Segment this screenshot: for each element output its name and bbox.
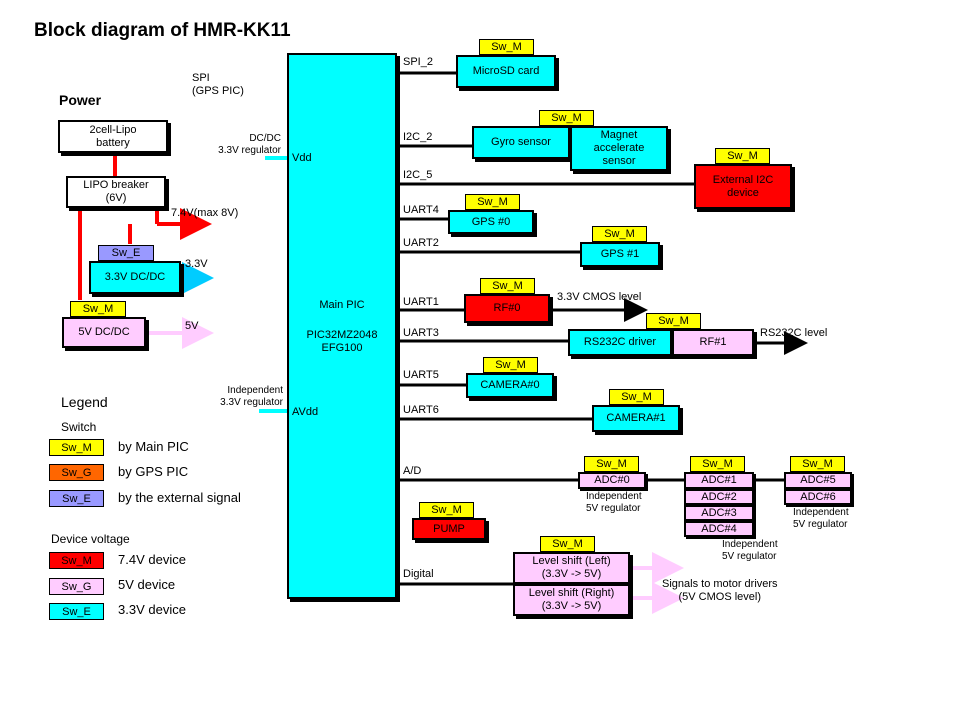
level-shift-switch-tag: Sw_M (540, 536, 595, 552)
legend-74v-tag: Sw_M (49, 552, 104, 569)
legend-33v-tag: Sw_E (49, 603, 104, 620)
legend-by-main-label: by Main PIC (118, 439, 189, 454)
motor-signals-label: Signals to motor drivers (5V CMOS level) (662, 578, 778, 603)
rf0-block: RF#0 (464, 294, 550, 323)
bus-uart6-label: UART6 (403, 404, 439, 416)
legend-by-ext-label: by the external signal (118, 490, 241, 505)
gps0-switch-tag: Sw_M (465, 194, 520, 210)
battery-block: 2cell-Lipo battery (58, 120, 168, 153)
spi-gps-pic-note: SPI (GPS PIC) (192, 72, 244, 97)
pump-switch-tag: Sw_M (419, 502, 474, 518)
adc1-4-regulator-note: Independent 5V regulator (722, 539, 778, 562)
gps0-block: GPS #0 (448, 210, 534, 234)
camera0-block: CAMERA#0 (466, 373, 554, 398)
adc5-6-regulator-note: Independent 5V regulator (793, 507, 849, 530)
microsd-switch-tag: Sw_M (479, 39, 534, 55)
main-pic-block (287, 53, 397, 599)
camera1-switch-tag: Sw_M (609, 389, 664, 405)
rf1-switch-tag: Sw_M (646, 313, 701, 329)
sensor-switch-tag: Sw_M (539, 110, 594, 126)
adc0-block: ADC#0 (578, 472, 646, 489)
voltage-74-label: 7.4V(max 8V) (171, 207, 239, 219)
bus-ad-label: A/D (403, 465, 422, 477)
bus-uart2-label: UART2 (403, 237, 439, 249)
adc0-switch-tag: Sw_M (584, 456, 639, 472)
vdd-pin-label: Vdd (292, 152, 312, 164)
microsd-block: MicroSD card (456, 55, 556, 88)
bus-uart3-label: UART3 (403, 327, 439, 339)
bus-uart1-label: UART1 (403, 296, 439, 308)
dcdc5-switch-tag: Sw_M (70, 301, 126, 317)
main-pic-part-label: PIC32MZ2048 EFG100 (306, 329, 378, 354)
adc5-block: ADC#5 (784, 472, 852, 489)
legend-74v-label: 7.4V device (118, 552, 186, 567)
level-shift-left-block: Level shift (Left) (3.3V -> 5V) (513, 552, 630, 584)
legend-by-gps-label: by GPS PIC (118, 464, 189, 479)
legend-sw-g-tag: Sw_G (49, 464, 104, 481)
lipo-breaker-block: LIPO breaker (6V) (66, 176, 166, 208)
cmos33-level-label: 3.3V CMOS level (557, 291, 642, 303)
bus-uart5-label: UART5 (403, 369, 439, 381)
gyro-sensor-block: Gyro sensor (472, 126, 570, 159)
adc6-block: ADC#6 (784, 489, 852, 505)
legend-sw-m-tag: Sw_M (49, 439, 104, 456)
legend-33v-label: 3.3V device (118, 602, 186, 617)
dcdc5-block: 5V DC/DC (62, 317, 146, 348)
main-pic-label: Main PIC (319, 299, 365, 311)
rf0-switch-tag: Sw_M (480, 278, 535, 294)
dcdc33-switch-tag: Sw_E (98, 245, 154, 261)
legend-heading: Legend (61, 394, 108, 410)
adc4-block: ADC#4 (684, 521, 754, 537)
adc5-6-switch-tag: Sw_M (790, 456, 845, 472)
gps1-switch-tag: Sw_M (592, 226, 647, 242)
bus-uart4-label: UART4 (403, 204, 439, 216)
gps1-block: GPS #1 (580, 242, 660, 267)
bus-i2c2-label: I2C_2 (403, 131, 433, 143)
diagram-title: Block diagram of HMR-KK11 (34, 20, 291, 41)
independent-regulator-note: Independent 3.3V regulator (220, 385, 283, 408)
ext-i2c-switch-tag: Sw_M (715, 148, 770, 164)
legend-sw-e-tag: Sw_E (49, 490, 104, 507)
legend-5v-label: 5V device (118, 577, 176, 592)
level-shift-right-block: Level shift (Right) (3.3V -> 5V) (513, 584, 630, 616)
external-i2c-block: External I2C device (694, 164, 792, 209)
camera1-block: CAMERA#1 (592, 405, 680, 432)
voltage-33-label: 3.3V (185, 258, 208, 270)
dcdc-regulator-note: DC/DC 3.3V regulator (218, 133, 281, 156)
adc3-block: ADC#3 (684, 505, 754, 521)
bus-spi2-label: SPI_2 (403, 56, 433, 68)
legend-voltage-heading: Device voltage (51, 532, 130, 546)
adc1-block: ADC#1 (684, 472, 754, 489)
bus-digital-label: Digital (403, 568, 434, 580)
power-heading: Power (59, 92, 102, 108)
legend-switch-heading: Switch (61, 420, 97, 434)
adc2-block: ADC#2 (684, 489, 754, 505)
legend-5v-tag: Sw_G (49, 578, 104, 595)
camera0-switch-tag: Sw_M (483, 357, 538, 373)
rs232c-level-label: RS232C level (760, 327, 828, 339)
rs232c-driver-block: RS232C driver (568, 329, 672, 356)
bus-i2c5-label: I2C_5 (403, 169, 433, 181)
dcdc33-block: 3.3V DC/DC (89, 261, 181, 294)
adc1-4-switch-tag: Sw_M (690, 456, 745, 472)
rf1-block: RF#1 (672, 329, 754, 356)
voltage-5-label: 5V (185, 320, 199, 332)
pump-block: PUMP (412, 518, 486, 540)
avdd-pin-label: AVdd (292, 406, 319, 418)
adc0-regulator-note: Independent 5V regulator (586, 491, 642, 514)
magnet-sensor-block: Magnet accelerate sensor (570, 126, 668, 171)
